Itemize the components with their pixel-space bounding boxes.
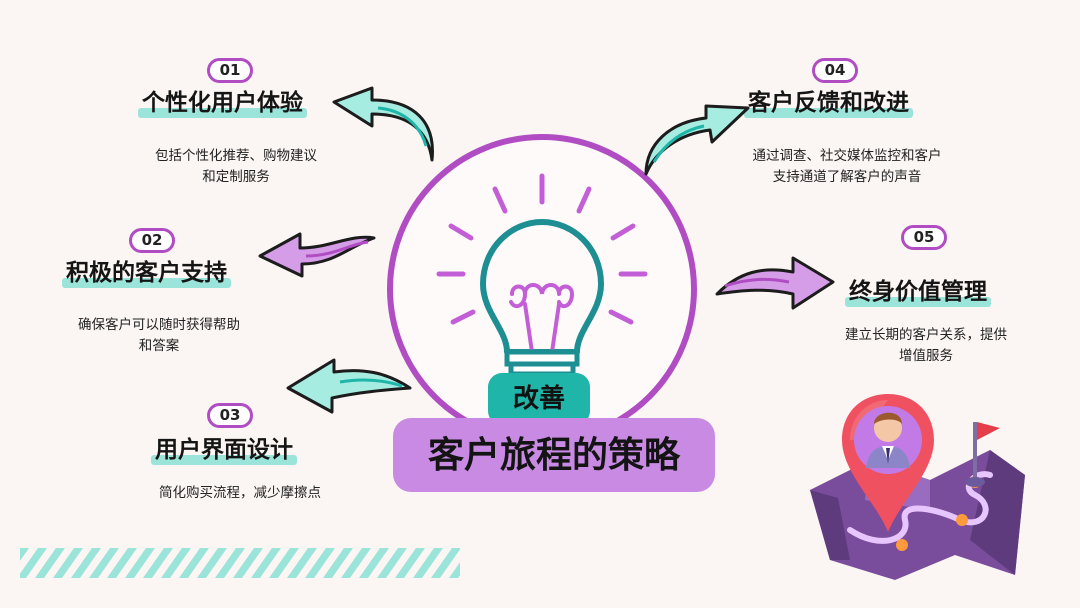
item-title-01: 个性化用户体验 bbox=[138, 89, 307, 118]
curved-arrow-icon bbox=[715, 256, 835, 310]
item-desc-04: 通过调查、社交媒体监控和客户 支持通道了解客户的声音 bbox=[752, 148, 942, 185]
item-desc-03: 简化购买流程，减少摩擦点 bbox=[159, 485, 321, 501]
item-number-03: 03 bbox=[207, 403, 253, 428]
item-title-03: 用户界面设计 bbox=[151, 436, 297, 465]
item-title-04: 客户反馈和改进 bbox=[744, 89, 913, 118]
curved-arrow-icon bbox=[644, 104, 750, 176]
item-number-02: 02 bbox=[129, 228, 175, 253]
item-title-02: 积极的客户支持 bbox=[62, 259, 231, 288]
item-desc-01: 包括个性化推荐、购物建议 和定制服务 bbox=[155, 148, 317, 185]
item-title-05: 终身价值管理 bbox=[845, 278, 991, 307]
center-subtitle-badge: 改善 bbox=[488, 373, 590, 425]
item-desc-05: 建立长期的客户关系，提供 增值服务 bbox=[845, 327, 1007, 364]
map-location-pin-icon bbox=[810, 394, 1025, 580]
center-title-badge: 客户旅程的策略 bbox=[393, 418, 715, 492]
item-desc-02: 确保客户可以随时获得帮助 和答案 bbox=[78, 317, 240, 354]
item-number-01: 01 bbox=[207, 58, 253, 83]
decorative-stripes bbox=[20, 548, 460, 578]
curved-arrow-icon bbox=[286, 358, 412, 414]
lightbulb-icon bbox=[436, 173, 648, 377]
item-number-05: 05 bbox=[901, 225, 947, 250]
curved-arrow-icon bbox=[332, 86, 434, 162]
curved-arrow-icon bbox=[258, 232, 376, 278]
item-number-04: 04 bbox=[812, 58, 858, 83]
